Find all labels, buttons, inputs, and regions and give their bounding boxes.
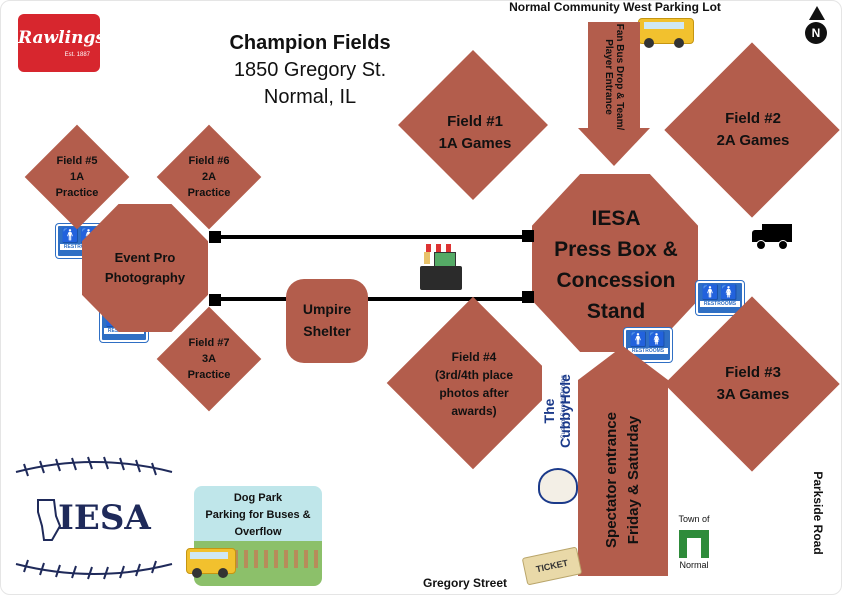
restroom-icon: 🚹🚺RESTROOMS bbox=[696, 281, 744, 315]
event-pro-shape bbox=[82, 204, 208, 332]
spectator-entrance-arrow: Spectator entrance Friday & Saturday bbox=[578, 346, 668, 576]
press-box-label: IESA Press Box & Concession Stand bbox=[554, 207, 678, 323]
field-7-label: Field #7 3A Practice bbox=[187, 337, 231, 381]
parking-lot-label: Normal Community West Parking Lot bbox=[509, 0, 721, 14]
venue-title: Champion Fields 1850 Gregory St. Normal,… bbox=[200, 32, 420, 109]
cubby-hole-logo: The CubbyHole Custom Screen Printing bbox=[530, 364, 586, 504]
walkway-line-top bbox=[214, 235, 528, 239]
school-bus-icon bbox=[186, 548, 238, 580]
fan-bus-entrance-label: Fan Bus Drop & Team/ Player Entrance bbox=[603, 23, 625, 131]
baseball-stitches-icon bbox=[15, 456, 173, 580]
venue-city: Normal, IL bbox=[263, 86, 357, 108]
field-5-label: Field #5 1A Practice bbox=[55, 155, 99, 199]
cubby-hole-wordmark: The CubbyHole bbox=[541, 374, 573, 448]
town-of-normal-logo: Town of Normal bbox=[670, 514, 718, 574]
rawlings-logo: Rawlings Est. 1887 bbox=[18, 14, 105, 72]
venue-address: 1850 Gregory St. bbox=[233, 59, 387, 81]
school-bus-icon bbox=[638, 18, 694, 50]
fence-post bbox=[209, 231, 221, 243]
umpire-shelter-label: Umpire Shelter bbox=[302, 301, 352, 339]
north-arrow-icon bbox=[809, 6, 825, 20]
press-box-shape bbox=[532, 174, 698, 352]
field-2-label: Field #2 2A Games bbox=[716, 110, 790, 149]
cubby-hole-sub: Custom Screen Printing bbox=[561, 375, 567, 439]
spectator-entrance-label: Spectator entrance Friday & Saturday bbox=[603, 412, 642, 548]
town-mark-icon bbox=[679, 526, 709, 558]
fence-post bbox=[209, 294, 221, 306]
walkway-line-bottom bbox=[214, 297, 528, 301]
normal-label: Normal bbox=[679, 560, 709, 570]
dog-park-label: Dog Park Parking for Buses & Overflow bbox=[205, 491, 311, 538]
field-6-label: Field #6 2A Practice bbox=[187, 155, 231, 199]
bear-mascot-icon bbox=[538, 468, 578, 504]
concession-stand-icon bbox=[420, 244, 462, 290]
field-1-label: Field #1 1A Games bbox=[438, 113, 512, 152]
field-4-label: Field #4 (3rd/4th place photos after awa… bbox=[434, 350, 514, 418]
north-compass: N bbox=[805, 6, 829, 46]
iesa-wordmark: IESA bbox=[58, 498, 151, 538]
fence-post bbox=[522, 291, 534, 303]
fan-bus-entrance-arrow: Fan Bus Drop & Team/ Player Entrance bbox=[578, 22, 650, 168]
field-3-label: Field #3 3A Games bbox=[716, 364, 790, 403]
gregory-street-label: Gregory Street bbox=[422, 576, 508, 590]
fence-post bbox=[522, 230, 534, 242]
food-truck-icon bbox=[752, 222, 792, 250]
iesa-logo: IESA bbox=[14, 456, 174, 580]
town-of-label: Town of bbox=[678, 514, 710, 524]
rawlings-wordmark: Rawlings bbox=[18, 28, 105, 48]
event-pro-label: Event Pro Photography bbox=[104, 250, 186, 285]
parkside-road-label: Parkside Road bbox=[811, 471, 825, 555]
north-label: N bbox=[805, 22, 827, 44]
umpire-shelter-shape bbox=[286, 279, 368, 363]
venue-name: Champion Fields bbox=[229, 32, 391, 54]
rawlings-est: Est. 1887 bbox=[64, 52, 90, 58]
